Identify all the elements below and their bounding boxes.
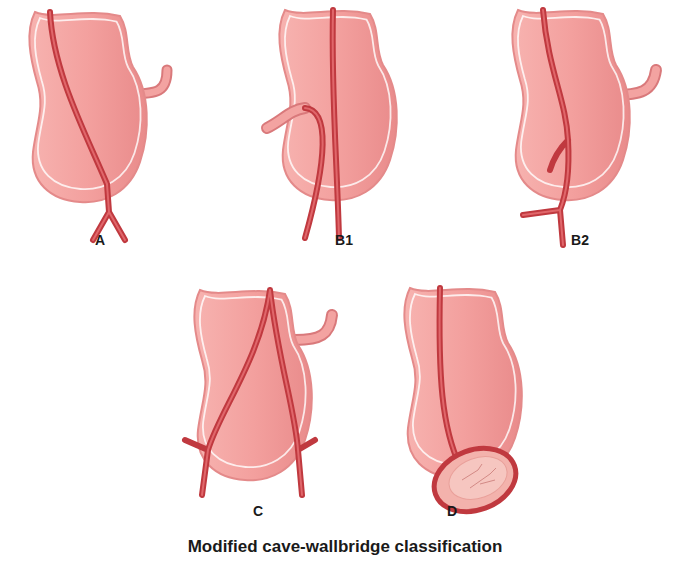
figure-label: C <box>253 503 263 519</box>
figure-b2 <box>512 10 656 245</box>
figure-c <box>185 290 332 495</box>
figure-d <box>404 288 524 523</box>
figure-label: B2 <box>571 232 589 248</box>
figure-label: B1 <box>335 232 353 248</box>
figure-title: Modified cave-wallbridge classification <box>188 537 503 557</box>
figure-label: D <box>447 503 457 519</box>
figure-b1 <box>267 10 397 238</box>
figure-a <box>29 12 167 240</box>
figure-label: A <box>95 232 105 248</box>
